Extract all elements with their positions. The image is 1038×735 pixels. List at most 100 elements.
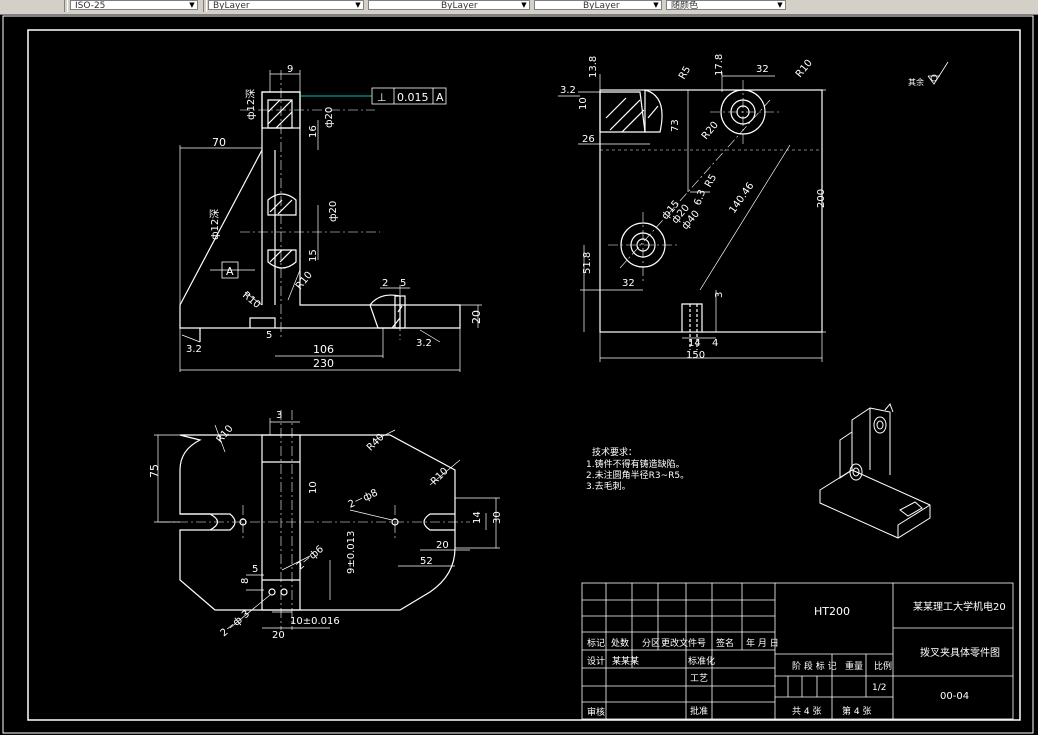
technical-requirements: 技术要求： 1.铸件不得有铸造缺陷。 2.未注圆角半径R3~R5。 3.去毛刺。 [586, 446, 689, 492]
organization-label: 某某理工大学机电20 [913, 600, 1006, 613]
svg-text:标准化: 标准化 [688, 655, 715, 667]
svg-text:2－ф 3: 2－ф 3 [219, 609, 252, 640]
svg-text:5: 5 [400, 278, 406, 289]
svg-text:设计: 设计 [587, 655, 605, 667]
chevron-down-icon[interactable]: ▼ [355, 1, 361, 9]
svg-text:10: 10 [578, 97, 589, 110]
roughness-symbol-icon [927, 61, 949, 85]
top-view-centerlines [160, 410, 470, 630]
svg-text:R10: R10 [429, 466, 451, 488]
top-view-dimensions [154, 418, 500, 629]
title-block-text: HT200 某某理工大学机电20 拨叉夹具体零件图 00-04 1/2 标记 处… [587, 600, 1006, 718]
svg-text:9: 9 [287, 64, 293, 75]
svg-text:70: 70 [212, 136, 226, 149]
lineweight-value: ByLayer [583, 1, 620, 10]
svg-text:批准: 批准 [690, 705, 708, 717]
tolerance-symbol: ⊥ [377, 91, 387, 104]
svg-text:8: 8 [240, 578, 251, 584]
isometric-view [819, 403, 931, 539]
properties-toolbar: ISO-25 ▼ ByLayer ▼ ByLayer ▼ ByLayer ▼ 随… [0, 0, 1038, 15]
note-item: 1.铸件不得有铸造缺陷。 [586, 458, 685, 470]
svg-text:ф20: ф20 [328, 201, 339, 222]
svg-text:ф20: ф20 [324, 107, 335, 128]
svg-text:75: 75 [148, 464, 161, 478]
chevron-down-icon[interactable]: ▼ [777, 1, 783, 9]
plot-style-combo[interactable]: 随颜色 ▼ [666, 0, 786, 10]
svg-text:51.8: 51.8 [582, 252, 593, 274]
chevron-down-icon[interactable]: ▼ [653, 1, 659, 9]
tolerance-datum: A [436, 91, 444, 104]
material-label: HT200 [814, 605, 850, 618]
dim-style-value: ISO-25 [75, 1, 106, 10]
svg-text:13.8: 13.8 [588, 56, 599, 78]
top-view [179, 434, 456, 611]
inner-border [27, 29, 1021, 721]
chevron-down-icon[interactable]: ▼ [189, 1, 195, 9]
svg-text:共 4 张: 共 4 张 [792, 706, 821, 717]
svg-text:5: 5 [266, 330, 272, 341]
svg-text:73: 73 [670, 119, 681, 132]
svg-text:10±0.016: 10±0.016 [290, 616, 340, 627]
svg-text:阶 段 标 记: 阶 段 标 记 [792, 660, 837, 672]
svg-text:ф12深: ф12深 [209, 209, 221, 240]
front-view-centerlines [240, 70, 401, 340]
svg-text:工艺: 工艺 [690, 673, 708, 684]
svg-text:分区: 分区 [642, 638, 660, 649]
front-view [179, 91, 461, 342]
svg-text:15: 15 [308, 249, 319, 262]
svg-text:R10: R10 [794, 58, 815, 80]
svg-text:30: 30 [492, 511, 503, 524]
layer-color-value: ByLayer [213, 1, 250, 10]
roughness-label: 其余 [908, 77, 924, 87]
note-item: 3.去毛刺。 [586, 480, 631, 492]
svg-text:2－ф8: 2－ф8 [347, 488, 380, 511]
notes-title: 技术要求： [592, 446, 637, 458]
svg-text:3: 3 [714, 292, 725, 298]
svg-text:16: 16 [308, 125, 319, 138]
svg-text:3.2: 3.2 [186, 344, 202, 355]
lineweight-combo[interactable]: ByLayer ▼ [534, 0, 662, 10]
svg-text:3: 3 [276, 410, 282, 421]
svg-text:R5: R5 [677, 64, 693, 81]
drawing-canvas[interactable]: ⊥ 0.015 A A 9 70 106 230 20 5 2 5 3.2 3.… [0, 14, 1038, 735]
svg-text:106: 106 [313, 343, 334, 356]
svg-text:2: 2 [382, 278, 388, 289]
plot-style-value: 随颜色 [671, 1, 699, 10]
svg-text:R10: R10 [294, 270, 315, 292]
svg-text:10: 10 [308, 481, 319, 494]
svg-text:R5: R5 [703, 172, 719, 189]
svg-text:比例: 比例 [874, 660, 892, 672]
svg-text:4: 4 [712, 338, 718, 349]
front-view-dimensions [179, 70, 482, 372]
datum-label: A [226, 265, 234, 278]
svg-text:ф12深: ф12深 [245, 89, 257, 120]
toolbar-separator [203, 0, 207, 12]
linetype-combo[interactable]: ByLayer ▼ [368, 0, 530, 10]
svg-text:R10: R10 [215, 423, 236, 445]
chevron-down-icon[interactable]: ▼ [521, 1, 527, 9]
svg-text:处数: 处数 [611, 637, 629, 649]
front-view-dim-text: 9 70 106 230 20 5 2 5 3.2 3.2 ф12深 ф20 1… [186, 64, 483, 370]
svg-text:230: 230 [313, 357, 334, 370]
scale-value: 1/2 [872, 683, 886, 693]
svg-text:6.3: 6.3 [692, 188, 708, 207]
svg-text:20: 20 [436, 540, 449, 551]
svg-text:14: 14 [472, 511, 483, 524]
svg-text:32: 32 [622, 278, 635, 289]
svg-text:某某某: 某某某 [612, 656, 639, 667]
dim-style-combo[interactable]: ISO-25 ▼ [70, 0, 198, 10]
svg-text:3.2: 3.2 [560, 85, 576, 96]
svg-text:32: 32 [756, 64, 769, 75]
svg-text:200: 200 [816, 189, 827, 208]
svg-text:20: 20 [470, 310, 483, 324]
svg-text:年 月 日: 年 月 日 [746, 637, 779, 649]
svg-text:R20: R20 [700, 120, 721, 142]
svg-text:140.46: 140.46 [727, 181, 756, 216]
datum-box [221, 261, 239, 279]
svg-text:150: 150 [686, 350, 705, 361]
side-view-centerlines [608, 80, 780, 282]
outer-border [2, 15, 1034, 734]
layer-color-combo[interactable]: ByLayer ▼ [208, 0, 364, 10]
geometric-tolerance-frame: ⊥ 0.015 A [300, 87, 447, 105]
svg-text:更改文件号: 更改文件号 [661, 637, 706, 649]
